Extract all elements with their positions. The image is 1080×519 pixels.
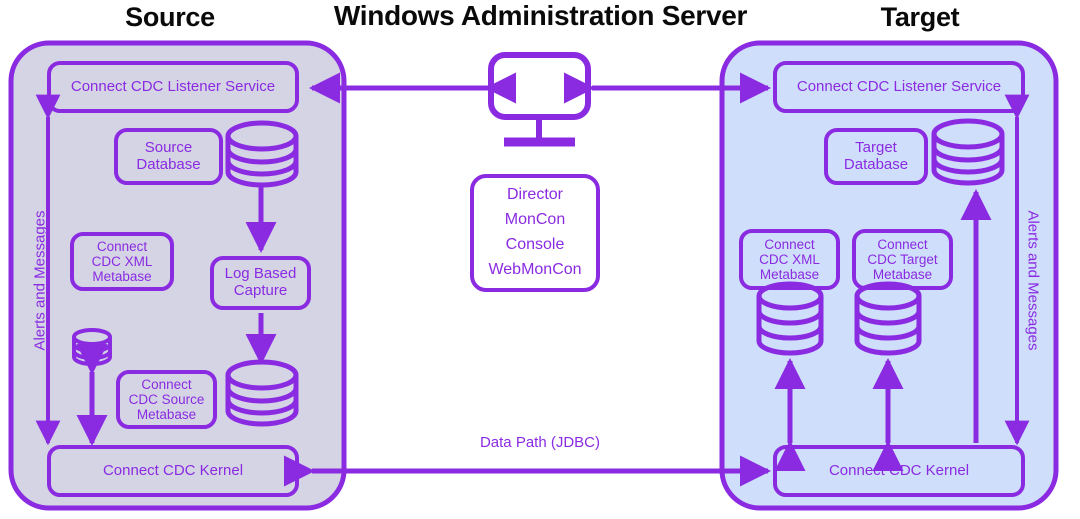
target-alerts-label: Alerts and Messages [1024, 210, 1042, 351]
target-kernel-box[interactable] [773, 445, 1025, 497]
source-alerts-label: Alerts and Messages [31, 210, 49, 351]
center-tools-box[interactable] [470, 174, 600, 292]
target-metabase-cylinder-icon [854, 281, 922, 356]
source-metabase-box[interactable] [116, 370, 217, 429]
target-xml-metabase-cylinder-icon [756, 281, 824, 356]
target-metabase-box[interactable] [852, 229, 953, 290]
source-kernel-box[interactable] [47, 445, 299, 497]
target-database-box[interactable] [824, 128, 928, 185]
target-listener-box[interactable] [773, 61, 1025, 113]
source-staging-cylinder-icon [225, 359, 299, 427]
source-database-cylinder-icon [225, 120, 299, 188]
monitor-icon[interactable] [488, 52, 591, 147]
target-database-cylinder-icon [931, 118, 1005, 186]
target-xml-metabase-box[interactable] [739, 229, 840, 290]
page-title-center: Windows Administration Server [333, 0, 748, 31]
page-title-target: Target [880, 2, 960, 32]
source-log-capture-box[interactable] [210, 256, 311, 310]
source-listener-box[interactable] [47, 61, 299, 113]
source-database-box[interactable] [114, 128, 223, 185]
page-title-source: Source [125, 2, 215, 32]
source-xml-metabase-box[interactable] [70, 232, 174, 291]
